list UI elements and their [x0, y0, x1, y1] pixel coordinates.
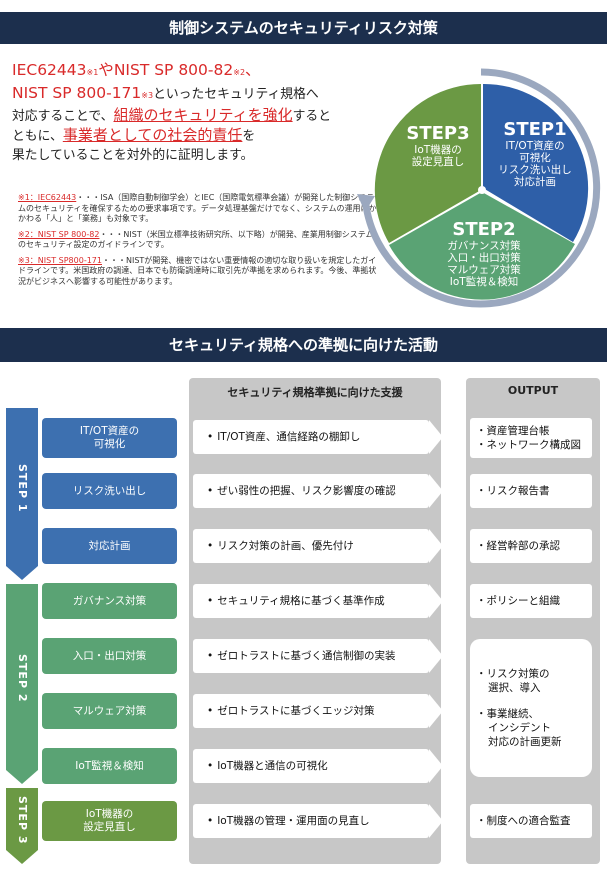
- step-box-response-plan: 対応計画: [42, 528, 177, 564]
- support-item-zero-trust-edge: ゼロトラストに基づくエッジ対策: [193, 694, 429, 728]
- footnote-3: ※3：NIST SP800-171・・・NISTが開発、機密ではない重要情報の適…: [18, 255, 377, 286]
- intro-iec: IEC62443: [12, 61, 87, 79]
- row-arrow-3: [429, 529, 443, 563]
- intro-sep: 、: [245, 61, 261, 79]
- row-arrow-6: [429, 694, 443, 728]
- output-compliance-audit: ・制度への適合監査: [470, 804, 592, 838]
- output-panel: OUTPUT: [466, 378, 600, 864]
- step-box-asset-visibility: IT/OT資産の可視化: [42, 418, 177, 458]
- support-item-risk-plan: リスク対策の計画、優先付け: [193, 529, 429, 563]
- cycle-label-step1: STEP1 IT/OT資産の 可視化 リスク洗い出し 対応計画: [498, 119, 572, 188]
- intro-nist171: NIST SP 800-171: [12, 84, 142, 102]
- step-box-malware: マルウェア対策: [42, 693, 177, 729]
- intro-highlight-responsibility: 事業者としての社会的責任: [62, 126, 243, 144]
- output-asset-register: ・資産管理台帳・ネットワーク構成図: [470, 418, 592, 458]
- support-panel-title: セキュリティ規格準拠に向けた支援: [227, 386, 403, 399]
- intro-ya: や: [98, 61, 114, 79]
- support-item-standards: セキュリティ規格に基づく基準作成: [193, 584, 429, 618]
- output-panel-title: OUTPUT: [507, 384, 559, 397]
- section-title-activities: セキュリティ規格への準拠に向けた活動: [0, 328, 607, 362]
- footnote-2: ※2：NIST SP 800-82・・・NIST（米国立標準技術研究所、以下略）…: [18, 229, 374, 250]
- step-cycle-diagram: [357, 68, 601, 308]
- support-panel: セキュリティ規格準拠に向けた支援: [189, 378, 441, 864]
- intro-paragraph: IEC62443※1やNIST SP 800-82※2、 NIST SP 800…: [12, 60, 397, 165]
- step3-arrow: [6, 788, 38, 864]
- intro-nist82: NIST SP 800-82: [113, 61, 234, 79]
- section-title-risk-measures: 制御システムのセキュリティリスク対策: [0, 12, 607, 44]
- step2-label: STEP 2: [16, 653, 29, 703]
- output-policy-organization: ・ポリシーと組織: [470, 584, 592, 618]
- support-item-inventory: IT/OT資産、通信経路の棚卸し: [193, 420, 429, 454]
- output-countermeasures-bcp: ・リスク対策の 選択、導入 ・事業継続、 インシデント 対応の計画更新: [470, 639, 592, 777]
- intro-line4c: を: [242, 129, 256, 144]
- cycle-segment-step1: [483, 83, 589, 242]
- cycle-label-step3: STEP3 IoT機器の 設定見直し: [406, 123, 470, 168]
- footnotes: ※1：IEC62443・・・ISA（国際自動制御学会）とIEC（国際電気標準会議…: [18, 193, 380, 292]
- intro-line3a: 対応することで、: [12, 109, 114, 124]
- cycle-center: [478, 186, 486, 194]
- row-arrow-5: [429, 639, 443, 673]
- intro-note1-mark: ※1: [86, 68, 99, 77]
- support-item-zero-trust-comm: ゼロトラストに基づく通信制御の実装: [193, 639, 429, 673]
- support-item-iot-management: IoT機器の管理・運用面の見直し: [193, 804, 429, 838]
- step1-arrow: [6, 408, 38, 580]
- row-arrow-1: [429, 420, 443, 454]
- step-box-governance: ガバナンス対策: [42, 583, 177, 619]
- step1-label: STEP 1: [16, 463, 29, 513]
- step3-label: STEP 3: [16, 795, 29, 845]
- step-box-iot-config: IoT機器の設定見直し: [42, 801, 177, 841]
- intro-line5: 果たしていることを対外的に証明します。: [12, 148, 254, 163]
- step-box-iot-monitoring: IoT監視＆検知: [42, 748, 177, 784]
- cycle-ring: [362, 68, 601, 308]
- cycle-segment-step3: [374, 83, 481, 243]
- intro-line2-tail: といったセキュリティ規格へ: [153, 87, 319, 102]
- intro-line4a: ともに、: [12, 129, 63, 144]
- step2-arrow: [6, 584, 38, 784]
- intro-highlight-security: 組織のセキュリティを強化: [113, 106, 293, 124]
- row-arrow-8: [429, 804, 443, 838]
- cycle-label-step2: STEP2 ガバナンス対策 入口・出口対策 マルウェア対策 IoT監視＆検知: [447, 219, 521, 288]
- row-arrow-2: [429, 474, 443, 508]
- step-box-risk-identification: リスク洗い出し: [42, 473, 177, 509]
- output-executive-approval: ・経営幹部の承認: [470, 529, 592, 563]
- intro-note2-mark: ※2: [233, 68, 246, 77]
- cycle-segment-step2: [389, 192, 575, 300]
- intro-line3c: すると: [292, 109, 331, 124]
- footnote-1: ※1：IEC62443・・・ISA（国際自動制御学会）とIEC（国際電気標準会議…: [18, 193, 377, 223]
- cycle-ring-arrowhead: [357, 194, 375, 212]
- row-arrow-4: [429, 584, 443, 618]
- support-item-vulnerability: ぜい弱性の把握、リスク影響度の確認: [193, 474, 429, 508]
- support-item-iot-visibility: IoT機器と通信の可視化: [193, 749, 429, 783]
- step-box-entry-exit: 入口・出口対策: [42, 638, 177, 674]
- row-arrow-7: [429, 749, 443, 783]
- intro-note3-mark: ※3: [141, 91, 154, 100]
- output-risk-report: ・リスク報告書: [470, 474, 592, 508]
